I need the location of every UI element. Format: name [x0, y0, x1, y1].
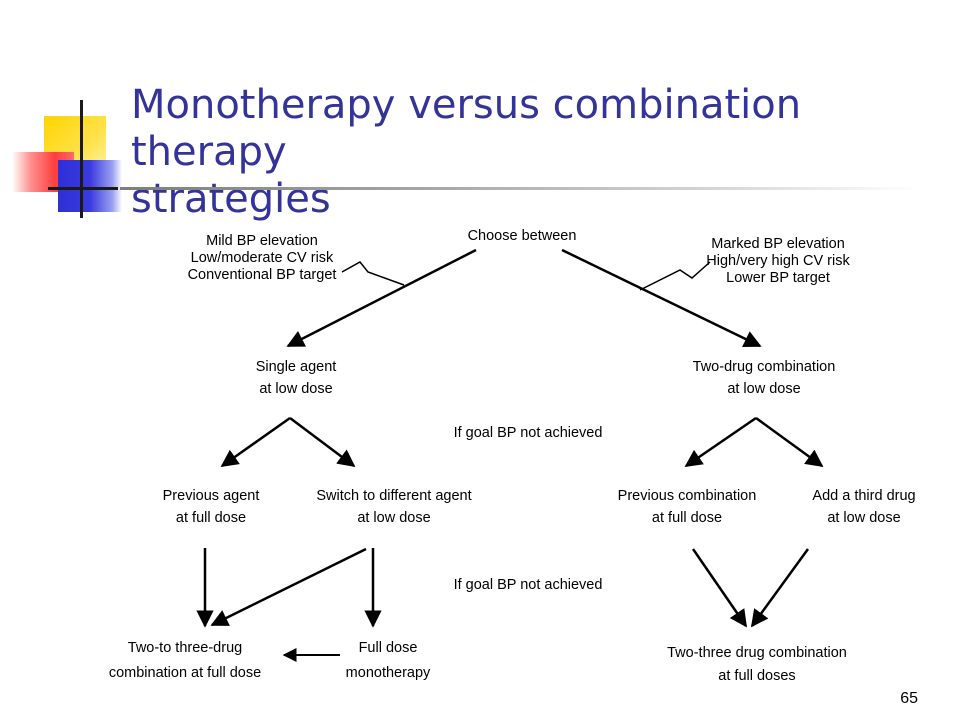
left-criterion-2: Low/moderate CV risk [191, 250, 334, 266]
previous-combo-line-2: at full dose [652, 510, 722, 526]
left-criterion-3: Conventional BP target [188, 267, 337, 283]
two-three-left-line-1: Two-to three-drug [128, 640, 242, 656]
arrow-to-single-agent [286, 248, 477, 348]
full-dose-line-2: monotherapy [346, 665, 431, 681]
full-dose-line-1: Full dose [359, 640, 418, 656]
two-three-right-line-1: Two-three drug combination [667, 645, 847, 661]
left-criterion-1: Mild BP elevation [206, 233, 318, 249]
switch-agent-line-1: Switch to different agent [316, 488, 471, 504]
slide-title-line-1: Monotherapy versus combination therapy [131, 82, 802, 175]
decor-vertical-line [80, 100, 83, 218]
right-criteria: Marked BP elevation High/very high CV ri… [706, 236, 850, 286]
arrow-add-third-to-final [750, 548, 810, 628]
previous-agent-line-1: Previous agent [163, 488, 260, 504]
right-criterion-2: High/very high CV risk [706, 253, 850, 269]
single-agent-line-2: at low dose [259, 381, 332, 397]
arrow-to-two-drug [561, 248, 762, 348]
if-goal-label-1: If goal BP not achieved [454, 425, 603, 441]
two-three-right-line-2: at full doses [718, 668, 795, 684]
add-third-line-2: at low dose [827, 510, 900, 526]
left-criteria: Mild BP elevation Low/moderate CV risk C… [188, 233, 337, 283]
arrow-to-previous-agent [220, 416, 291, 468]
slide-title: Monotherapy versus combination therapy s… [131, 82, 931, 223]
root-node: Choose between [468, 228, 577, 244]
arrow-to-previous-combo [684, 416, 757, 468]
two-drug-line-2: at low dose [727, 381, 800, 397]
right-lightning-connector [639, 261, 711, 291]
right-criterion-1: Marked BP elevation [711, 236, 845, 252]
arrow-to-switch-agent [289, 417, 356, 468]
two-drug-line-1: Two-drug combination [693, 359, 836, 375]
decor-horizontal-line [48, 187, 118, 190]
single-agent-line-1: Single agent [256, 359, 337, 375]
previous-combo-line-1: Previous combination [618, 488, 757, 504]
slide-number: 65 [900, 690, 918, 707]
if-goal-label-2: If goal BP not achieved [454, 577, 603, 593]
two-three-left-line-2: combination at full dose [109, 665, 261, 681]
decor-blue-square [58, 160, 122, 212]
right-criterion-3: Lower BP target [726, 270, 830, 286]
arrow-previous-combo-to-final [691, 548, 748, 628]
add-third-line-1: Add a third drug [812, 488, 915, 504]
title-underline [120, 187, 920, 190]
switch-agent-line-2: at low dose [357, 510, 430, 526]
previous-agent-line-2: at full dose [176, 510, 246, 526]
arrow-switch-agent-to-combo [210, 547, 367, 627]
arrow-to-add-third [755, 416, 824, 468]
slide-title-line-2: strategies [131, 176, 331, 222]
left-lightning-connector [341, 261, 405, 286]
